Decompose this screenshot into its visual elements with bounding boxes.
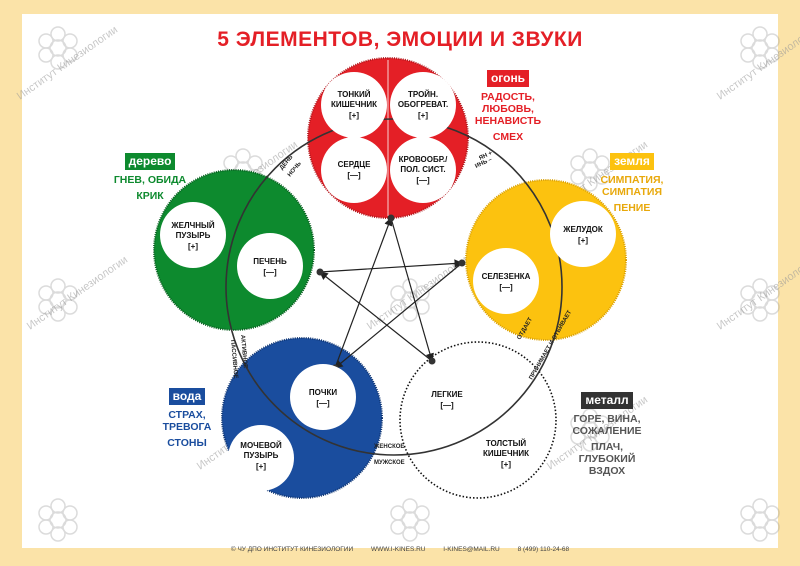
organ-gallbladder-sign: [+]	[188, 242, 198, 251]
svg-text:Институт Кинезиологии: Институт Кинезиологии	[25, 254, 130, 333]
organ-circle-pericardium	[390, 137, 456, 203]
organ-circle-heart	[321, 137, 387, 203]
organ-stomach-sign: [+]	[578, 236, 588, 245]
organ-triple-heater-l1: ТРОЙН.	[408, 90, 438, 99]
footer-phone: 8 (499) 110-24-68	[517, 546, 570, 553]
wood-panel: дерево ГНЕВ, ОБИДА КРИК	[112, 153, 188, 202]
wood-tag: дерево	[124, 153, 176, 170]
organ-small-intestine-l2: КИШЕЧНИК	[331, 100, 377, 109]
organ-circle-spleen	[473, 248, 539, 314]
organ-small-intestine-l1: ТОНКИЙ	[337, 90, 370, 99]
fire-tag: огонь	[486, 70, 530, 87]
organ-pericardium-l2: ПОЛ. СИСТ.	[400, 165, 445, 174]
water-sound: СТОНЫ	[167, 437, 207, 449]
page-title: 5 ЭЛЕМЕНТОВ, ЭМОЦИИ И ЗВУКИ	[217, 28, 583, 51]
organ-circle-triple-heater	[390, 72, 456, 138]
water-emotion: СТРАХ, ТРЕВОГА	[162, 409, 212, 433]
fire-sound: СМЕХ	[492, 131, 524, 143]
organ-small-intestine-sign: [+]	[349, 111, 359, 120]
earth-tag: земля	[610, 153, 654, 170]
wood-sound: КРИК	[136, 190, 164, 202]
organ-circle-kidneys	[290, 364, 356, 430]
organ-circle-small-intestine	[321, 72, 387, 138]
organ-pericardium-sign: [—]	[416, 176, 430, 185]
metal-emotion: ГОРЕ, ВИНА, СОЖАЛЕНИЕ	[572, 413, 642, 437]
organ-liver-label: ПЕЧЕНЬ	[253, 257, 287, 266]
ring-label-yang: ЯН +	[478, 150, 494, 161]
organ-pericardium-l1: КРОВООБР./	[399, 155, 448, 164]
organ-liver-sign: [—]	[263, 268, 277, 277]
organ-heart-sign: [—]	[347, 171, 361, 180]
metal-panel: металл ГОРЕ, ВИНА, СОЖАЛЕНИЕ ПЛАЧ, ГЛУБО…	[570, 392, 644, 477]
water-tag: вода	[168, 388, 206, 405]
organ-lungs-label: ЛЕГКИЕ	[431, 390, 463, 399]
earth-sound: ПЕНИЕ	[613, 202, 651, 214]
footer: © ЧУ ДПО ИНСТИТУТ КИНЕЗИОЛОГИИ WWW.I-KIN…	[0, 546, 800, 553]
organ-gallbladder-l2: ПУЗЫРЬ	[176, 231, 211, 240]
organ-circle-bladder	[228, 425, 294, 491]
organ-spleen-sign: [—]	[499, 283, 513, 292]
organ-colon-l2: КИШЕЧНИК	[483, 449, 529, 458]
organ-kidneys-sign: [—]	[316, 399, 330, 408]
ring-label-active: АКТИВНОЕ	[239, 335, 248, 369]
organ-kidneys-label: ПОЧКИ	[309, 388, 337, 397]
wood-emotion: ГНЕВ, ОБИДА	[113, 174, 187, 186]
footer-email[interactable]: I-KINES@MAIL.RU	[443, 546, 500, 553]
fire-emotion: РАДОСТЬ, ЛЮБОВЬ, НЕНАВИСТЬ	[474, 91, 542, 127]
arrow-metal-wood	[319, 271, 433, 362]
organ-heart-label: СЕРДЦЕ	[338, 160, 371, 169]
organ-triple-heater-sign: [+]	[418, 111, 428, 120]
metal-sound: ПЛАЧ, ГЛУБОКИЙ ВЗДОХ	[578, 441, 636, 477]
organ-stomach-label: ЖЕЛУДОК	[562, 225, 603, 234]
organ-colon-l1: ТОЛСТЫЙ	[486, 439, 527, 448]
arrow-earth-water	[334, 262, 463, 369]
ring-label-passive: ПАССИВНОЕ	[229, 340, 238, 379]
arrow-fire-metal	[390, 217, 434, 362]
organ-circle-gallbladder	[160, 202, 226, 268]
footer-org: © ЧУ ДПО ИНСТИТУТ КИНЕЗИОЛОГИИ	[230, 546, 354, 553]
organ-bladder-l1: МОЧЕВОЙ	[240, 441, 282, 450]
arrow-water-fire	[334, 217, 393, 369]
organ-bladder-sign: [+]	[256, 462, 266, 471]
organ-lungs-sign: [—]	[440, 401, 454, 410]
ring-label-female: ЖЕНСКОЕ	[373, 444, 404, 450]
organ-colon-sign: [+]	[501, 460, 511, 469]
metal-disc	[399, 341, 557, 499]
ring-label-male: МУЖСКОЕ	[374, 460, 405, 466]
fire-panel: огонь РАДОСТЬ, ЛЮБОВЬ, НЕНАВИСТЬ СМЕХ	[458, 70, 558, 143]
organ-gallbladder-l1: ЖЕЛЧНЫЙ	[170, 221, 214, 230]
organ-spleen-label: СЕЛЕЗЕНКА	[482, 272, 531, 281]
metal-tag: металл	[581, 392, 633, 409]
water-panel: вода СТРАХ, ТРЕВОГА СТОНЫ	[160, 388, 214, 449]
organ-circle-stomach	[550, 201, 616, 267]
control-star	[319, 217, 463, 369]
organ-circle-liver	[237, 233, 303, 299]
earth-emotion: СИМПАТИЯ, СИМПАТИЯ	[600, 174, 664, 198]
earth-panel: земля СИМПАТИЯ, СИМПАТИЯ ПЕНИЕ	[600, 153, 664, 214]
organ-bladder-l2: ПУЗЫРЬ	[244, 451, 279, 460]
organ-labels: ТОНКИЙ КИШЕЧНИК [+] ТРОЙН. ОБОГРЕВАТ. [+…	[170, 90, 602, 471]
arrow-wood-earth	[319, 259, 463, 273]
organ-triple-heater-l2: ОБОГРЕВАТ.	[398, 100, 448, 109]
footer-site[interactable]: WWW.I-KINES.RU	[370, 546, 426, 553]
